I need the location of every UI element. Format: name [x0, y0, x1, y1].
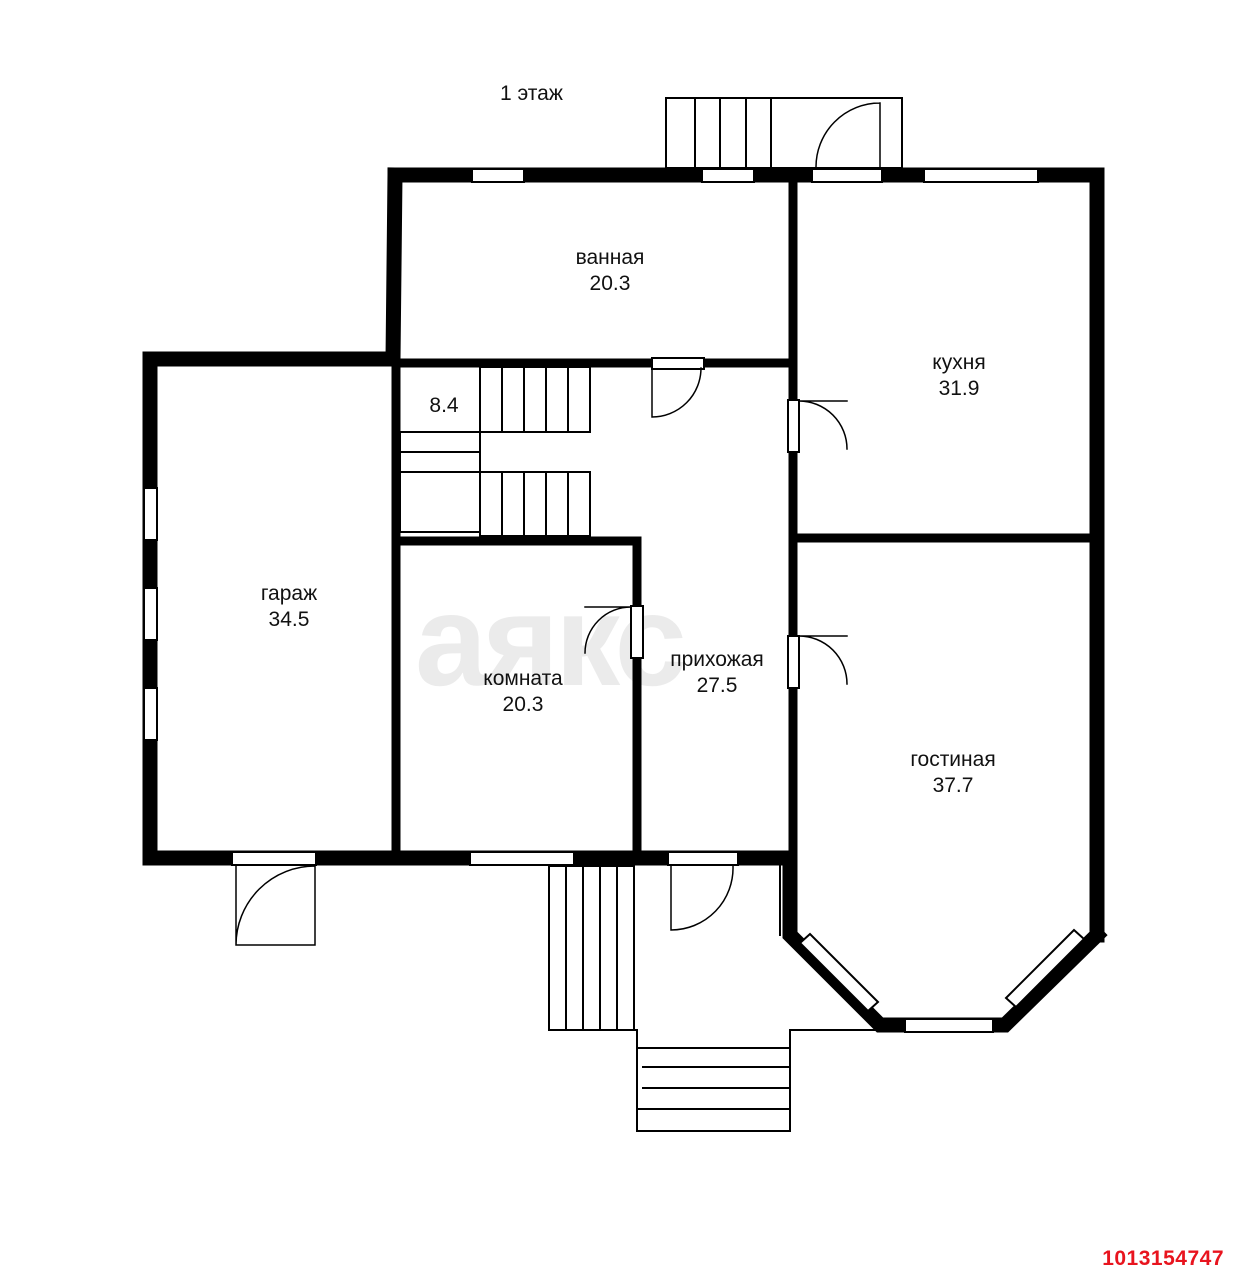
windows — [143, 168, 1086, 1033]
room-name: кухня — [932, 351, 986, 374]
bottom-porch — [548, 865, 876, 1132]
top-stairs — [665, 97, 903, 169]
room-label-living: гостиная 37.7 — [910, 747, 995, 799]
outer-walls — [142, 167, 1108, 1033]
room-label-kitchen: кухня 31.9 — [932, 350, 985, 402]
door-openings — [631, 358, 799, 688]
listing-id: 1013154747 — [1102, 1247, 1224, 1270]
interior-stairs — [399, 366, 591, 537]
room-area: 20.3 — [502, 693, 544, 716]
door-jambs — [630, 357, 800, 689]
room-label-storage: 8.4 — [429, 393, 458, 419]
room-name: гостиная — [910, 748, 996, 771]
room-area: 27.5 — [696, 674, 738, 697]
floor-title: 1 этаж — [500, 82, 563, 105]
room-label-room: комната 20.3 — [483, 666, 562, 718]
room-name: комната — [483, 667, 563, 690]
room-area: 8.4 — [429, 394, 459, 417]
room-area: 31.9 — [938, 377, 980, 400]
room-name: ванная — [575, 246, 645, 269]
interior-walls — [391, 175, 1097, 863]
room-area: 20.3 — [589, 272, 631, 295]
room-area: 37.7 — [932, 774, 974, 797]
room-label-bathroom: ванная 20.3 — [576, 245, 645, 297]
room-area: 34.5 — [268, 608, 310, 631]
room-label-hallway: прихожая 27.5 — [670, 647, 764, 699]
room-name: гараж — [260, 582, 318, 605]
room-label-garage: гараж 34.5 — [261, 581, 317, 633]
door-swings — [235, 102, 881, 946]
room-name: прихожая — [670, 648, 764, 671]
